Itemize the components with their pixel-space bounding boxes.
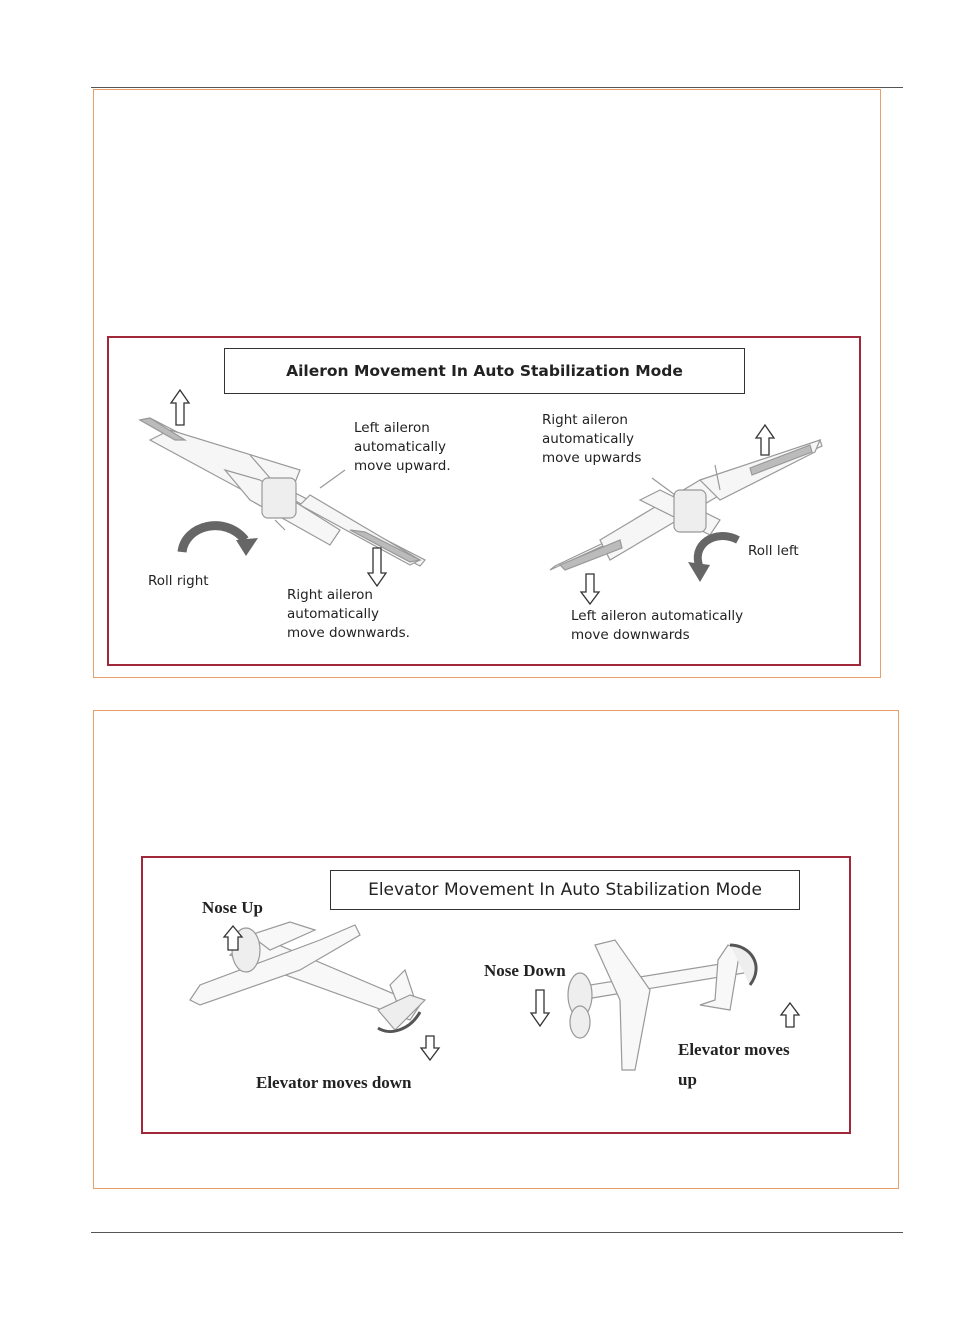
header-rule [91, 87, 903, 88]
label-elevator-up: Elevator moves up [678, 1040, 790, 1089]
arrow-down-right-aileron [366, 547, 388, 588]
label-right-aileron-up: Right aileron automatically move upwards [542, 412, 642, 466]
roll-left-arrow [688, 532, 740, 582]
label-elevator-down: Elevator moves down [256, 1073, 412, 1092]
plane-nose-up-illustration [189, 921, 427, 1033]
arrow-elevator-up [779, 1001, 801, 1028]
plane-roll-right-illustration [138, 417, 426, 567]
arrow-nose-up [222, 924, 244, 951]
label-right-aileron-down: Right aileron automatically move downwar… [287, 587, 410, 641]
aileron-figure-frame [93, 89, 881, 678]
arrow-up-right-aileron [754, 423, 776, 456]
arrow-elevator-down [419, 1035, 441, 1062]
label-left-aileron-down: Left aileron automatically move downward… [571, 608, 744, 643]
arrow-down-left-aileron [579, 573, 601, 606]
footer-rule [91, 1232, 903, 1233]
arrow-up-left-aileron [169, 388, 191, 426]
aileron-diagram-title: Aileron Movement In Auto Stabilization M… [224, 348, 745, 394]
arrow-nose-down [529, 989, 551, 1028]
label-nose-up: Nose Up [202, 898, 263, 917]
label-roll-right: Roll right [148, 573, 209, 589]
plane-roll-left-illustration [549, 439, 823, 571]
roll-right-arrow [177, 521, 258, 556]
label-left-aileron-up: Left aileron automatically move upward. [354, 420, 451, 474]
label-roll-left: Roll left [748, 543, 799, 559]
elevator-figure-frame [93, 710, 899, 1189]
elevator-diagram-title: Elevator Movement In Auto Stabilization … [330, 870, 800, 910]
label-nose-down: Nose Down [484, 961, 566, 980]
plane-nose-down-illustration [567, 939, 758, 1071]
